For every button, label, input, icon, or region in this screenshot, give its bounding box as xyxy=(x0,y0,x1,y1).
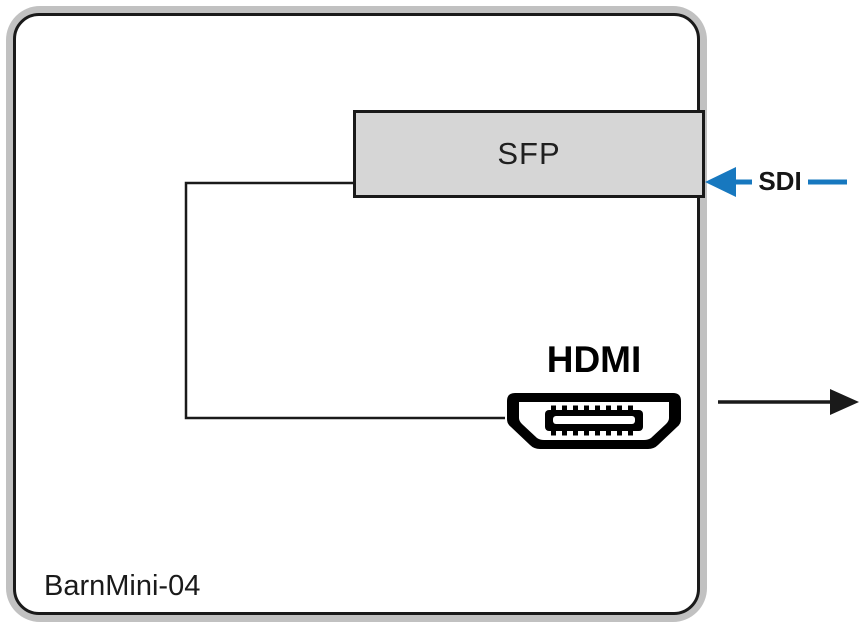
sfp-module-box: SFP xyxy=(353,110,705,198)
arrow-right-icon xyxy=(830,389,859,415)
barnmini-device-enclosure xyxy=(6,6,707,622)
device-body xyxy=(13,13,700,615)
sfp-module-label: SFP xyxy=(497,136,561,171)
device-name-label: BarnMini-04 xyxy=(44,570,201,602)
hdmi-port-label: HDMI xyxy=(546,339,642,380)
arrow-left-icon xyxy=(705,167,736,197)
sdi-input-label: SDI xyxy=(752,166,808,196)
hdmi-port-icon xyxy=(507,393,681,449)
